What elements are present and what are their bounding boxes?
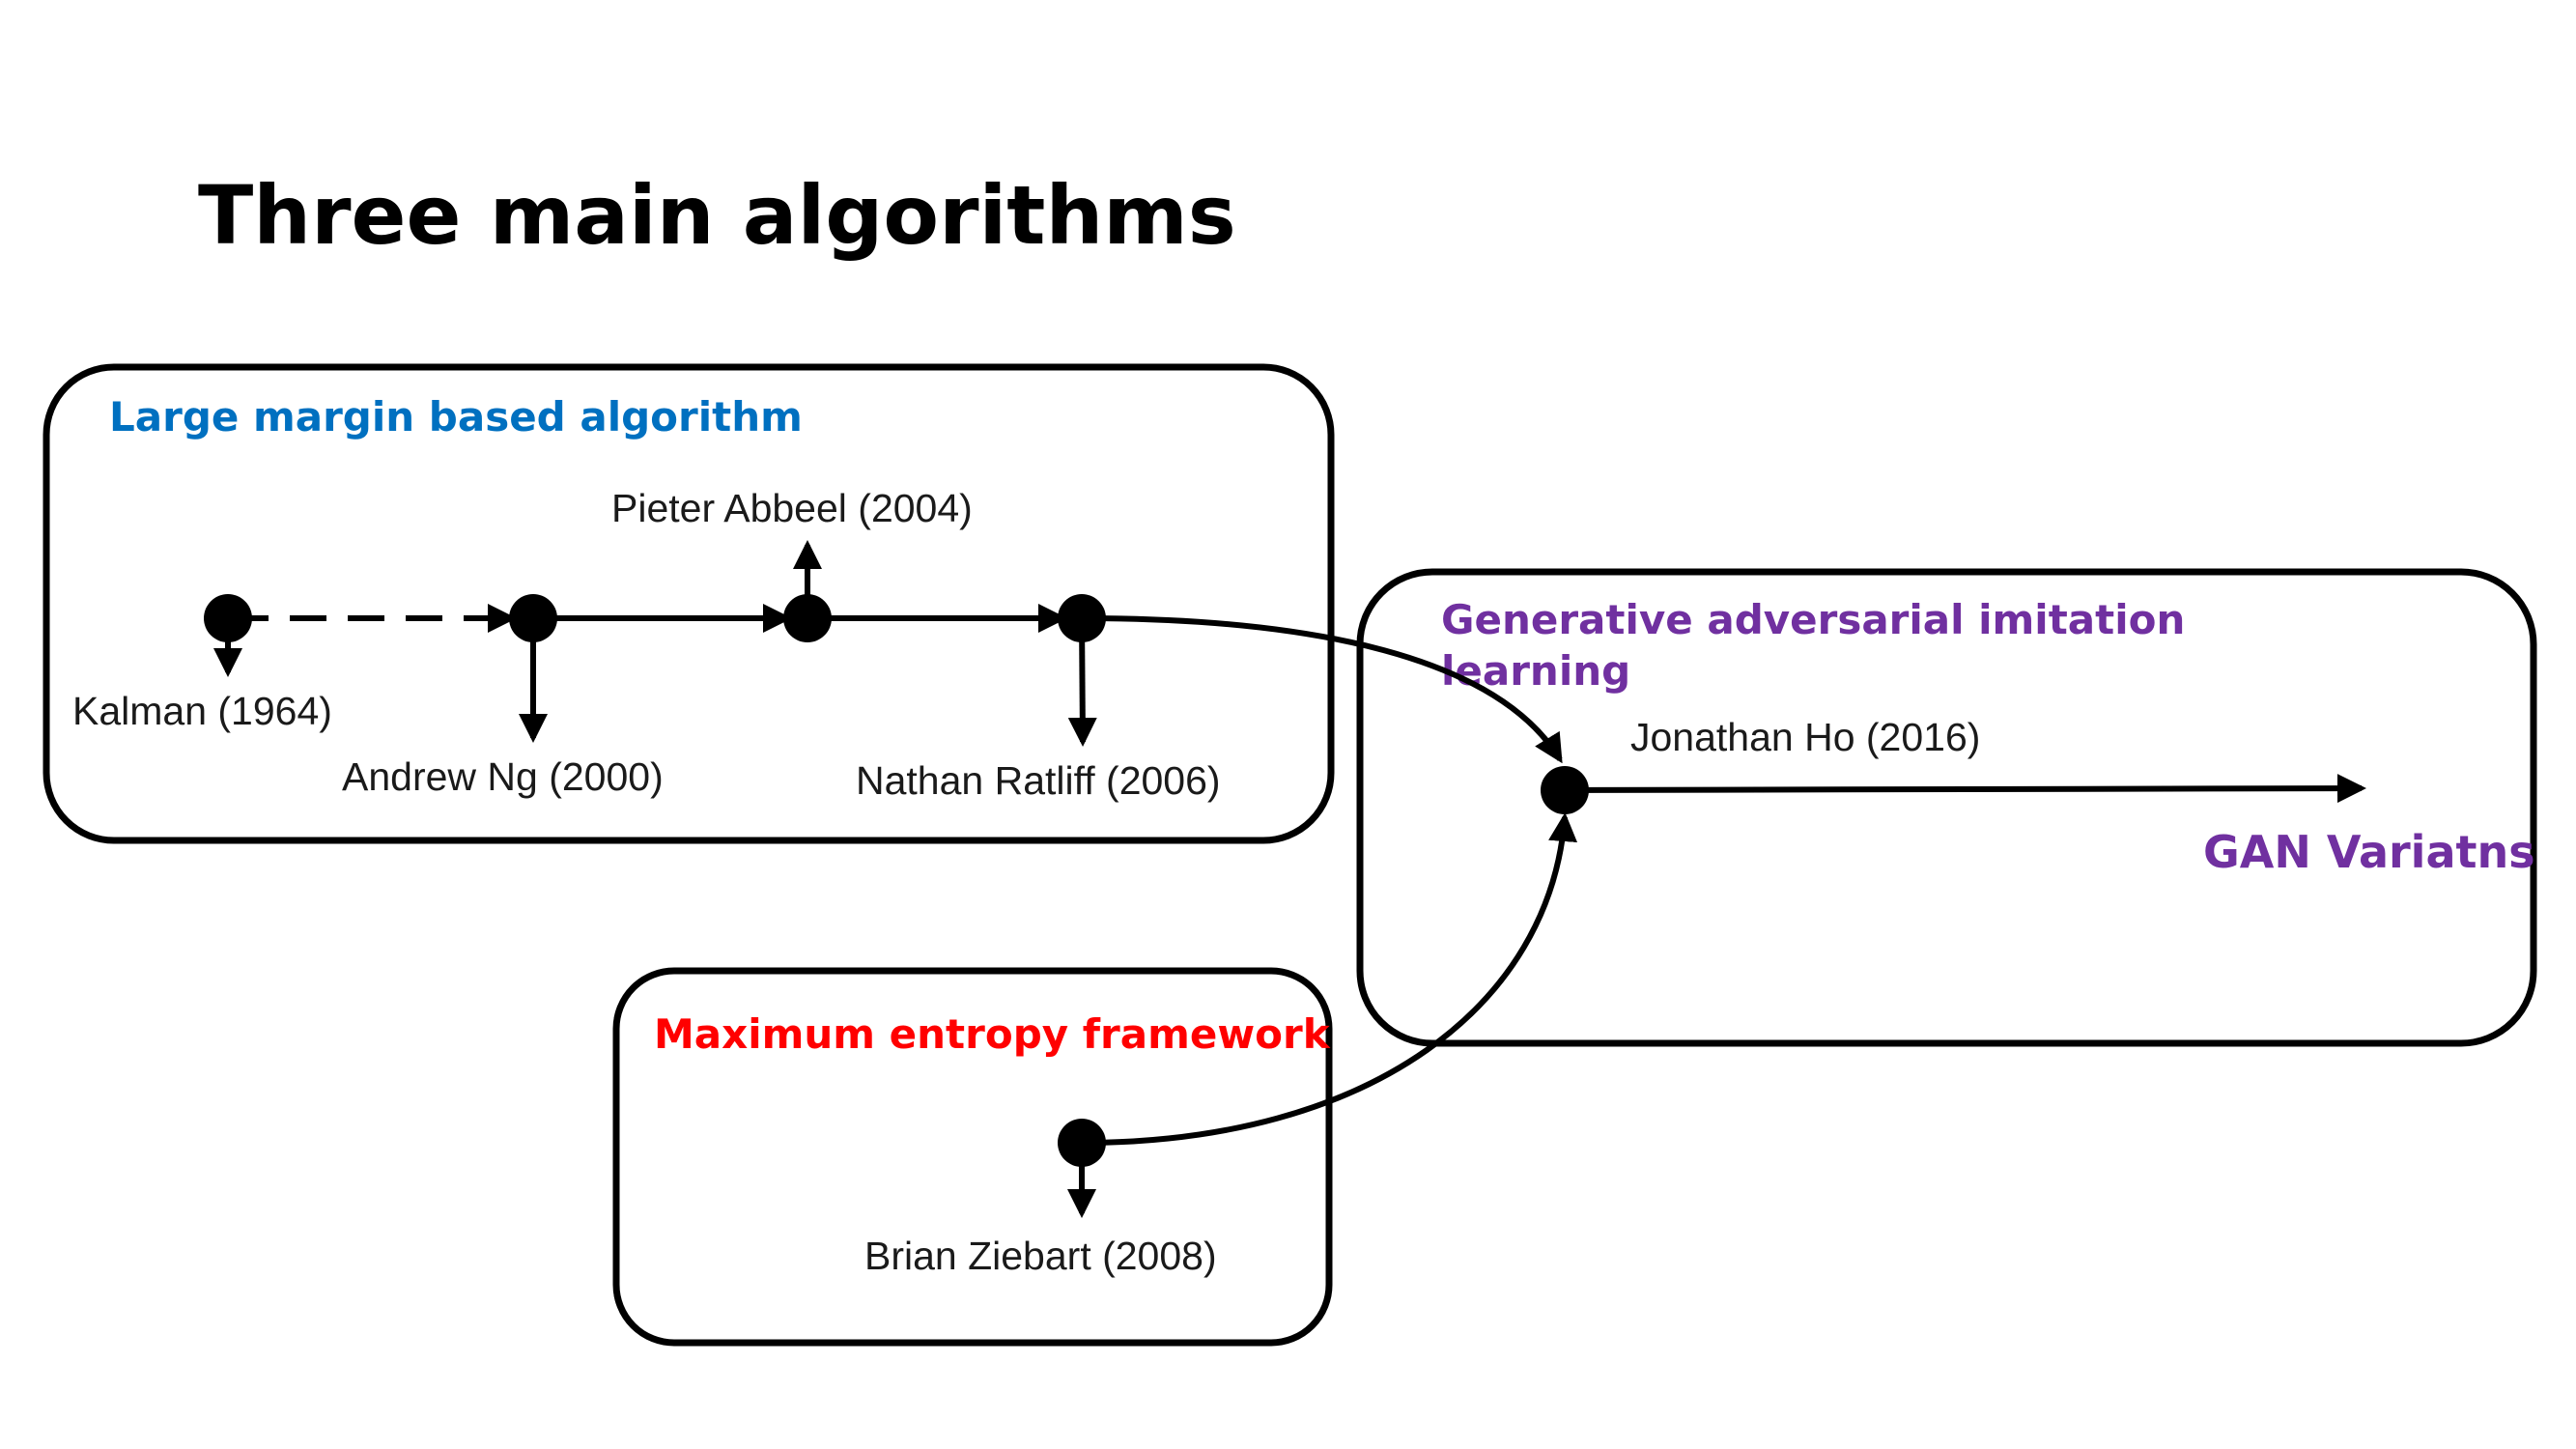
large-margin-group-label: Large margin based algorithm <box>109 393 803 440</box>
max-entropy-group-box <box>612 967 1333 1347</box>
gail-group-label-line2: learning <box>1441 647 1630 695</box>
edge-ratliff-to-ho <box>1081 615 1563 764</box>
max-entropy-group-label: Maximum entropy framework <box>654 1010 1331 1058</box>
label-abbeel: Pieter Abbeel (2004) <box>611 486 973 530</box>
node-ho <box>1541 766 1589 814</box>
node-ratliff <box>1058 594 1106 642</box>
large-margin-group-box <box>42 363 1335 844</box>
gan-variants-label: GAN Variatns <box>2203 826 2535 878</box>
edge-ho-to-gan-variants <box>1564 774 2366 804</box>
label-ratliff: Nathan Ratliff (2006) <box>856 758 1221 803</box>
node-kalman <box>204 594 252 642</box>
label-kalman: Kalman (1964) <box>72 689 332 733</box>
label-ziebart: Brian Ziebart (2008) <box>864 1234 1217 1278</box>
gail-group-label-line1: Generative adversarial imitation <box>1441 596 2185 643</box>
label-ho: Jonathan Ho (2016) <box>1630 715 1980 759</box>
gail-group-box <box>1356 568 2537 1047</box>
slide-title: Three main algorithms <box>198 168 1236 263</box>
node-ziebart <box>1058 1119 1106 1167</box>
edge-ziebart-to-ho <box>1081 812 1578 1146</box>
node-ng <box>509 594 557 642</box>
node-abbeel <box>783 594 832 642</box>
label-ng: Andrew Ng (2000) <box>342 754 664 799</box>
